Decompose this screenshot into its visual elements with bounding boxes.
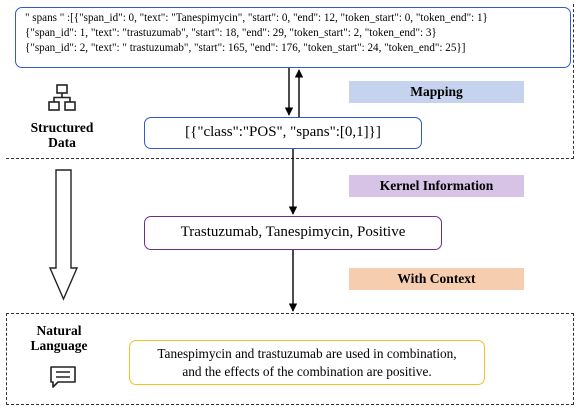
natural-label-line1: Natural (36, 323, 82, 338)
mapping-banner: Mapping (349, 81, 524, 103)
spans-line-3: {"span_id": 2, "text": " trastuzumab", "… (25, 42, 466, 54)
kernel-information-text: Trastuzumab, Tanespimycin, Positive (180, 224, 406, 240)
spans-line-1: " spans " :[{"span_id": 0, "text": "Tane… (25, 12, 488, 24)
sentence-line-2: and the effects of the combination are p… (182, 364, 432, 379)
natural-language-region (6, 313, 574, 405)
class-json-text: [{"class":"POS", "spans":[0,1]}] (185, 124, 381, 140)
spans-json-box: " spans " :[{"span_id": 0, "text": "Tane… (15, 7, 571, 68)
kernel-information-box: Trastuzumab, Tanespimycin, Positive (144, 216, 442, 250)
with-context-banner: With Context (349, 268, 524, 290)
sentence-line-1: Tanespimycin and trastuzumab are used in… (157, 346, 457, 361)
natural-language-sentence-box: Tanespimycin and trastuzumab are used in… (129, 340, 485, 385)
hollow-down-arrow (48, 169, 79, 301)
spans-line-2: {"span_id": 1, "text": "trastuzumab", "s… (25, 27, 437, 39)
structured-label-line1: Structured (30, 120, 94, 135)
class-json-box: [{"class":"POS", "spans":[0,1]}] (144, 117, 422, 149)
kernel-information-banner: Kernel Information (349, 175, 524, 197)
structured-data-region (6, 4, 574, 159)
structured-label-line2: Data (48, 135, 76, 150)
structured-data-label: Structured Data (12, 120, 112, 150)
natural-label-line2: Language (30, 338, 88, 353)
natural-language-label: Natural Language (16, 323, 102, 353)
